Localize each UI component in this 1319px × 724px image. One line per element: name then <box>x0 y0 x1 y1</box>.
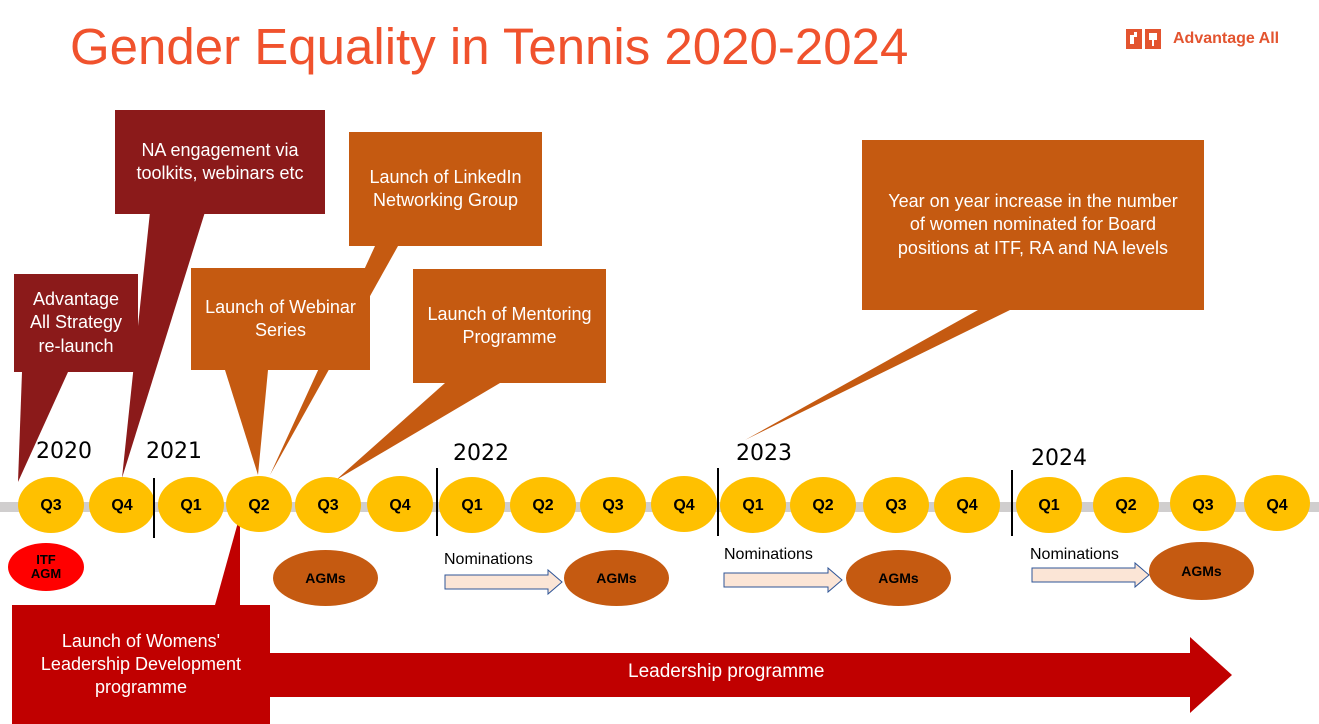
itf-agm-oval: ITF AGM <box>8 543 84 591</box>
quarter-label: Q4 <box>673 497 695 514</box>
agms-oval: AGMs <box>273 550 378 606</box>
year-divider <box>717 468 719 536</box>
quarter-label: Q2 <box>1115 497 1137 514</box>
nominations-arrow <box>444 568 563 596</box>
quarter-label: Q3 <box>885 497 907 514</box>
year-label: 2024 <box>1031 446 1087 471</box>
leadership-programme-arrow <box>268 637 1232 713</box>
board-nominations-callout: Year on year increase in the number of w… <box>862 140 1204 310</box>
na-engagement-pointer <box>122 212 205 478</box>
quarter-label: Q4 <box>389 497 411 514</box>
quarter-label: Q1 <box>742 497 764 514</box>
nominations-label: Nominations <box>444 551 533 568</box>
agms-oval: AGMs <box>846 550 951 606</box>
quarter-label: Q2 <box>532 497 554 514</box>
advantage-all-logo: Advantage All <box>1125 28 1279 50</box>
year-divider <box>153 478 155 538</box>
quarter-label: Q3 <box>602 497 624 514</box>
mentoring-pointer <box>336 383 500 480</box>
advantage-all-strategy-callout: Advantage All Strategy re-launch <box>14 274 138 372</box>
quarter-label: Q4 <box>956 497 978 514</box>
year-label: 2023 <box>736 441 792 466</box>
quarter-label: Q2 <box>248 497 270 514</box>
webinar-series-pointer <box>225 370 268 475</box>
nominations-label: Nominations <box>1030 546 1119 563</box>
quarter-label: Q1 <box>1038 497 1060 514</box>
webinar-series-callout: Launch of Webinar Series <box>191 268 370 370</box>
logo-text: Advantage All <box>1173 30 1280 47</box>
year-label: 2021 <box>146 439 202 464</box>
agms-oval: AGMs <box>564 550 669 606</box>
quarter-label: Q4 <box>1266 497 1288 514</box>
year-divider <box>436 468 438 536</box>
board-pointer <box>745 310 1010 440</box>
page-title: Gender Equality in Tennis 2020-2024 <box>70 18 909 75</box>
leadership-programme-label: Leadership programme <box>628 661 825 682</box>
nominations-arrow <box>1031 561 1150 589</box>
mentoring-programme-callout: Launch of Mentoring Programme <box>413 269 606 383</box>
agms-oval: AGMs <box>1149 542 1254 600</box>
quarter-label: Q1 <box>461 497 483 514</box>
quarter-label: Q2 <box>812 497 834 514</box>
quarter-label: Q1 <box>180 497 202 514</box>
nominations-arrow <box>723 566 843 594</box>
leadership-pointer <box>215 515 240 605</box>
year-label: 2020 <box>36 439 92 464</box>
logo-icon <box>1126 29 1161 49</box>
na-engagement-callout: NA engagement via toolkits, webinars etc <box>115 110 325 214</box>
quarter-label: Q3 <box>1192 497 1214 514</box>
advantage-all-pointer <box>18 372 68 482</box>
nominations-label: Nominations <box>724 546 813 563</box>
womens-leadership-callout: Launch of Womens' Leadership Development… <box>12 605 270 724</box>
quarter-label: Q3 <box>40 497 62 514</box>
year-divider <box>1011 470 1013 536</box>
linkedin-networking-callout: Launch of LinkedIn Networking Group <box>349 132 542 246</box>
quarter-label: Q3 <box>317 497 339 514</box>
quarter-label: Q4 <box>111 497 133 514</box>
year-label: 2022 <box>453 441 509 466</box>
